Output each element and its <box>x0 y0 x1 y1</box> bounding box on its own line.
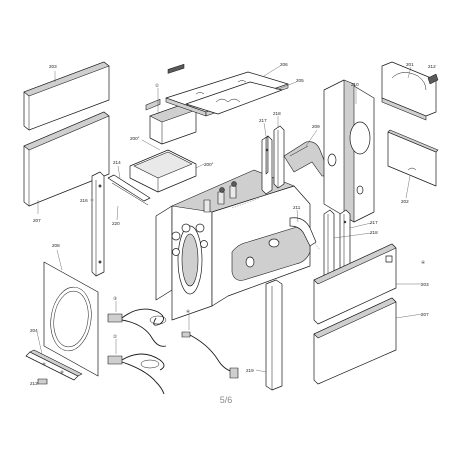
page-number: 5/6 <box>220 395 233 405</box>
label-211: 211 <box>293 205 301 210</box>
label-202: 202 <box>401 199 409 204</box>
base-rail <box>25 349 83 381</box>
label-216: 216 <box>80 198 88 203</box>
front-panel-lower <box>313 297 397 385</box>
label-207-right: 207 <box>421 312 429 317</box>
flue-duct <box>283 141 329 177</box>
label-217-lower: 217 <box>370 220 378 225</box>
inspection-panel <box>387 129 439 187</box>
front-panel-upper <box>313 243 397 325</box>
label-207: 207 <box>33 218 41 223</box>
small-bracket <box>427 73 439 85</box>
label-219: 219 <box>246 368 254 373</box>
label-218-lower: 218 <box>370 230 378 235</box>
side-panel-lower <box>23 111 110 207</box>
label-214: 214 <box>113 160 121 165</box>
rear-cover <box>381 61 437 121</box>
label-203-right: 203 <box>421 282 429 287</box>
label-212: 212 <box>428 64 436 69</box>
callout-4-cable: ④ <box>186 309 191 314</box>
label-201: 201 <box>406 62 414 67</box>
label-200-lower: 200° <box>204 162 214 167</box>
cable-harness-2 <box>107 353 165 395</box>
side-panel-upper <box>23 61 110 131</box>
clip-part <box>37 378 48 385</box>
label-206: 206 <box>280 62 288 67</box>
thin-rail <box>107 174 151 206</box>
callout-1: ① <box>155 83 160 88</box>
callout-3: ③ <box>113 296 118 301</box>
control-tray <box>129 99 197 193</box>
label-209: 209 <box>312 124 320 129</box>
label-208: 208 <box>52 243 60 248</box>
callout-2: ② <box>113 334 118 339</box>
vertical-post-left <box>91 171 105 277</box>
front-strip <box>265 279 283 391</box>
label-203: 203 <box>49 64 57 69</box>
label-205: 205 <box>296 78 304 83</box>
cover-gasket <box>185 81 283 115</box>
label-210: 210 <box>351 82 359 87</box>
label-204: 204 <box>30 328 38 333</box>
flue-pipe <box>289 217 317 247</box>
label-218-upper: 218 <box>273 111 281 116</box>
label-217-upper: 217 <box>259 118 267 123</box>
callout-labels: 203 207 208 204 213 216 214 220 206 205 … <box>30 62 436 386</box>
cable-harness-4 <box>181 331 239 379</box>
label-213: 213 <box>30 381 38 386</box>
boiler-body <box>155 169 321 321</box>
vertical-post-upper-2 <box>273 125 285 189</box>
callout-4: ④ <box>421 260 426 265</box>
rear-panel <box>323 79 375 223</box>
leader-lines <box>36 65 423 373</box>
vertical-post-upper <box>261 135 273 195</box>
front-frame <box>43 261 99 377</box>
label-220: 220 <box>112 221 120 226</box>
cable-harness-3 <box>107 308 167 347</box>
label-200-upper: 200° <box>130 136 140 141</box>
